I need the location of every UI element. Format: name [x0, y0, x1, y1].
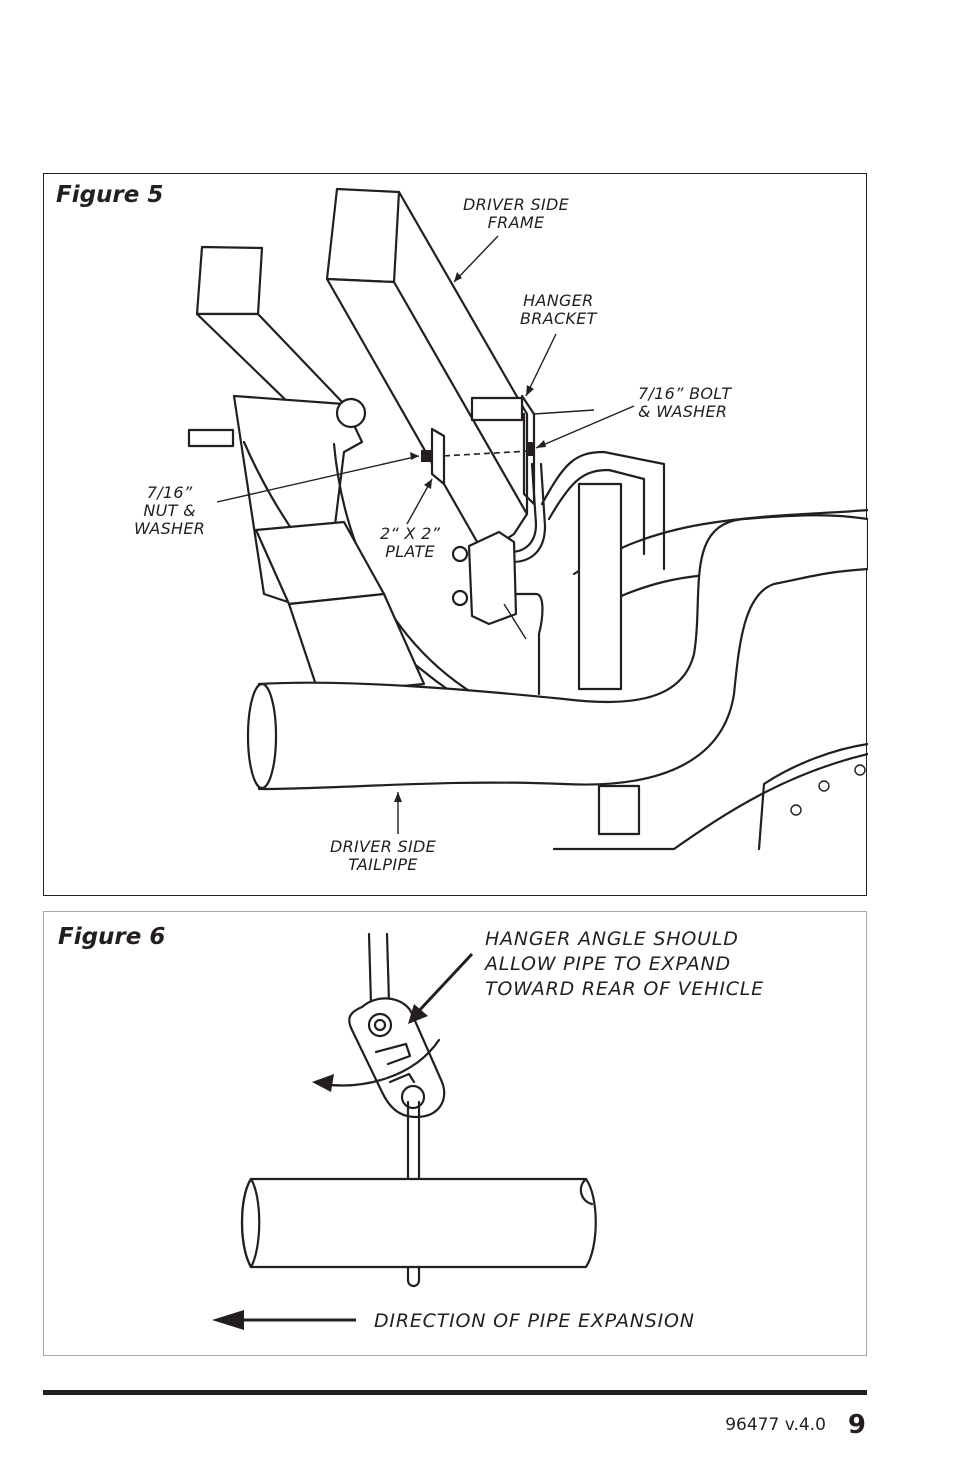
driver-side-tailpipe-label: DRIVER SIDE TAILPIPE — [330, 838, 436, 874]
hanger-arrow — [525, 333, 557, 397]
left-frame-side — [195, 312, 346, 412]
figure-6-drawing — [212, 932, 597, 1330]
driver-side-frame-label: DRIVER SIDE FRAME — [463, 196, 569, 232]
nut-label-line-3: WASHER — [134, 519, 206, 538]
hanger-label-line-1: HANGER — [523, 291, 594, 310]
lower-chassis-bracket — [757, 742, 868, 851]
frame-label-line-1: DRIVER SIDE — [463, 195, 570, 214]
chassis-curve-2 — [547, 468, 646, 556]
plate-label-line-2: PLATE — [385, 542, 435, 561]
shackle-bolt — [187, 428, 235, 448]
direction-arrow-head — [212, 1310, 244, 1330]
isolator-stud-bottom — [451, 589, 469, 607]
bolt-arrow-head — [536, 440, 546, 448]
pipe-left-end — [240, 1177, 261, 1269]
frame-rail-side — [325, 277, 529, 556]
angle-pointer-head — [408, 1004, 428, 1024]
isolator-pointer — [503, 603, 527, 640]
rubber-isolator — [348, 997, 446, 1119]
isolator-stud-top — [451, 545, 469, 563]
plate-2x2 — [430, 427, 446, 486]
bolt-washer-label: 7/16” BOLT & WASHER — [638, 385, 731, 421]
angle-label-line-1: HANGER ANGLE SHOULD — [485, 928, 739, 950]
tailpipe-end — [246, 682, 278, 790]
nut-label-line-1: 7/16” — [146, 483, 193, 502]
tailpipe-label-line-1: DRIVER SIDE — [330, 837, 437, 856]
tailpipe-arrow-head — [394, 792, 402, 802]
page-number: 9 — [847, 1410, 866, 1440]
chassis-hole-2 — [818, 780, 830, 792]
frame-rail-edge — [397, 190, 529, 516]
nut-arrow-head — [410, 452, 419, 460]
direction-label: DIRECTION OF PIPE EXPANSION — [374, 1310, 695, 1332]
spring-block-2 — [287, 592, 426, 696]
bolt-dashed-line — [423, 450, 531, 458]
isolator-upper-hole — [373, 1018, 387, 1032]
plate-label: 2“ X 2” PLATE — [380, 525, 440, 561]
pipe-right-end — [579, 1177, 594, 1206]
hanger-angle-label: HANGER ANGLE SHOULD ALLOW PIPE TO EXPAND… — [485, 927, 764, 1002]
chassis-hole-1 — [790, 804, 802, 816]
page-footer: 96477 v.4.0 9 — [725, 1410, 866, 1440]
isolator-slot-2 — [388, 1072, 416, 1084]
rubber-isolator — [467, 530, 518, 626]
hanger-bracket-label: HANGER BRACKET — [520, 292, 597, 328]
nut-arrow — [216, 455, 420, 503]
figure-5-title: Figure 5 — [56, 182, 164, 208]
chassis-curve-1 — [540, 450, 666, 571]
frame-label-line-2: FRAME — [487, 213, 545, 232]
bolt-label-line-2: & WASHER — [638, 402, 728, 421]
plate-arrow-head — [424, 479, 432, 489]
hanger-label-line-2: BRACKET — [520, 309, 597, 328]
hanger-arrow-head — [526, 385, 534, 396]
figure-6-panel: Figure 6 HANGER ANGLE SHOULD ALLOW PIPE … — [43, 911, 867, 1356]
isolator-slot — [374, 1042, 412, 1066]
document-version: 96477 v.4.0 — [725, 1415, 826, 1435]
angle-label-line-2: ALLOW PIPE TO EXPAND — [485, 953, 731, 975]
plate-label-line-1: 2“ X 2” — [380, 524, 441, 543]
rotation-arrow — [320, 1038, 441, 1087]
frame-arrow-head — [454, 272, 462, 282]
upper-rod-left — [367, 932, 373, 1006]
angle-pointer — [414, 952, 474, 1016]
bolt-head — [526, 442, 534, 456]
bolt-arrow — [535, 405, 635, 449]
exhaust-pipe — [240, 1177, 597, 1269]
shock-absorber — [577, 482, 623, 691]
left-frame-top — [195, 245, 264, 316]
nut-washer — [421, 450, 431, 462]
footer-rule — [43, 1390, 867, 1395]
lower-rod-bottom — [406, 1278, 421, 1288]
figure-5-panel: Figure 5 DRIVER SIDE FRAME HANGER BRACKE… — [43, 173, 868, 896]
bolt-label-line-1: 7/16” BOLT — [638, 384, 732, 403]
isolator-lower-hole-outer — [400, 1084, 426, 1110]
upper-rod-right — [385, 932, 391, 1004]
lower-chassis-line — [552, 752, 868, 851]
chassis-hole-3 — [854, 764, 866, 776]
nut-label-line-2: NUT & — [143, 501, 196, 520]
frame-rail-top — [325, 187, 401, 284]
frame-arrow — [453, 235, 499, 283]
figure-6-title: Figure 6 — [58, 924, 166, 950]
nut-washer-label: 7/16” NUT & WASHER — [134, 484, 205, 538]
lower-hanger-rod — [514, 592, 544, 696]
hanger-bracket-plate — [470, 396, 524, 422]
bracket-edge — [533, 409, 595, 415]
pipe-support — [597, 784, 641, 836]
bushing-circle — [335, 397, 367, 429]
angle-label-line-3: TOWARD REAR OF VEHICLE — [485, 978, 764, 1000]
rotation-arrow-head — [312, 1074, 334, 1092]
driver-side-tailpipe — [257, 514, 868, 791]
tailpipe-label-line-2: TAILPIPE — [348, 855, 418, 874]
figure-5-drawing — [187, 187, 868, 851]
hanger-rod-2 — [510, 462, 547, 564]
